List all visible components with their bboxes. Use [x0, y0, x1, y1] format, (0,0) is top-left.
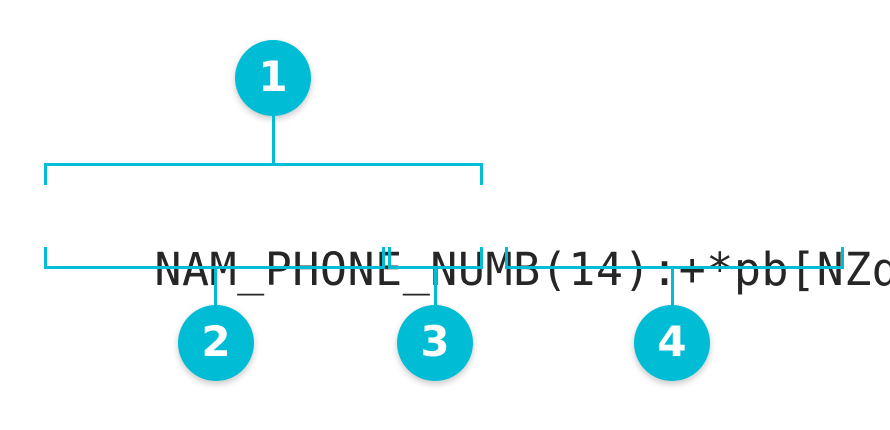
callout-marker-4-label: 4 [657, 317, 687, 366]
callout-marker-3-label: 3 [420, 317, 450, 366]
callout-marker-3: 3 [397, 305, 473, 381]
callout-marker-1-label: 1 [258, 52, 288, 101]
callout-stem-2 [214, 268, 217, 308]
callout-stem-1 [272, 116, 275, 164]
segment-length: (14) [540, 243, 652, 296]
bracket-value [505, 247, 844, 269]
segment-value: +*pb[NZdc95tLB [678, 243, 890, 296]
bracket-header [44, 163, 483, 185]
callout-marker-2: 2 [178, 305, 254, 381]
bracket-field-name [44, 247, 385, 269]
callout-stem-4 [671, 268, 674, 308]
record-string: NAM_PHONE_NUMB(14):+*pb[NZdc95tLB [44, 186, 890, 296]
callout-stem-3 [434, 268, 437, 308]
callout-marker-4: 4 [634, 305, 710, 381]
callout-marker-2-label: 2 [201, 317, 231, 366]
callout-marker-1: 1 [235, 40, 311, 116]
bracket-length [388, 247, 483, 269]
segment-field-name: NAM_PHONE_NUMB [154, 243, 541, 296]
